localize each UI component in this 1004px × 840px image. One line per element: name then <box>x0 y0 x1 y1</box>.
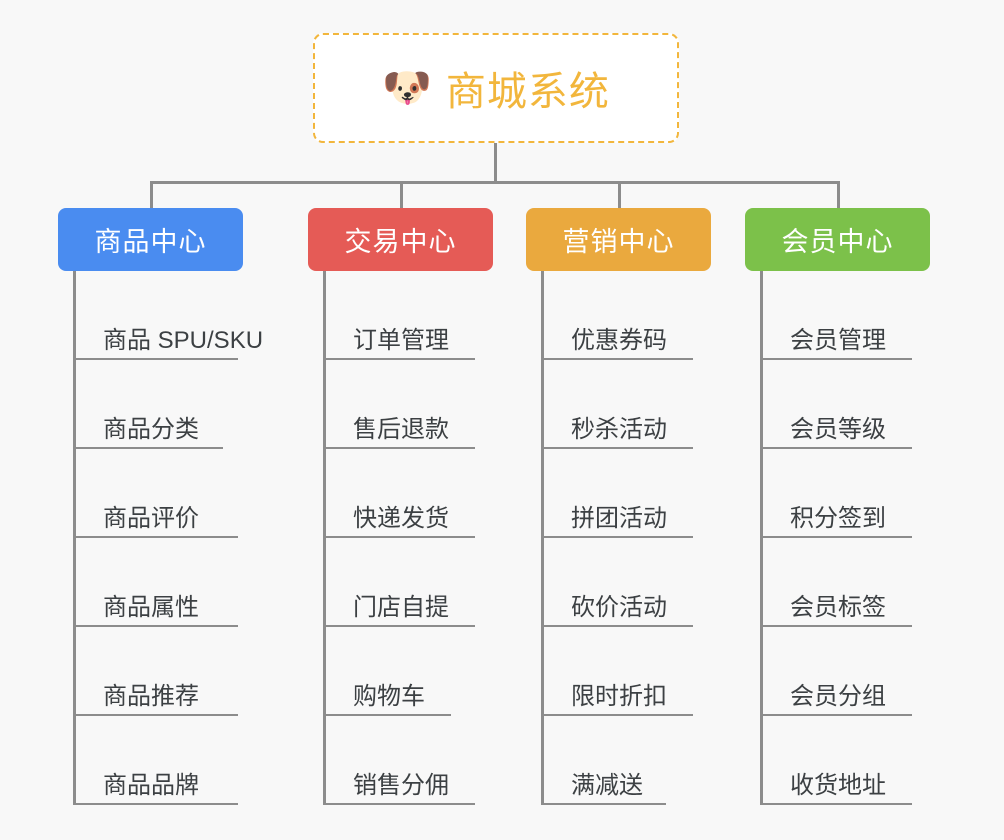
list-item[interactable]: 拼团活动 <box>541 449 734 538</box>
branch-marketing-center: 营销中心 优惠券码 秒杀活动 拼团活动 砍价活动 限时折扣 满减送 <box>526 208 734 805</box>
list-item[interactable]: 会员管理 <box>760 271 953 360</box>
connector-drop-branch-3 <box>618 181 621 210</box>
list-item[interactable]: 收货地址 <box>760 716 953 805</box>
branch-header-product-center[interactable]: 商品中心 <box>58 208 243 271</box>
leaf-label: 秒杀活动 <box>571 415 667 443</box>
dog-face-icon: 🐶 <box>382 66 432 110</box>
list-item[interactable]: 商品评价 <box>73 449 286 538</box>
leaf-list-product-center: 商品 SPU/SKU 商品分类 商品评价 商品属性 商品推荐 商品品牌 <box>73 271 286 805</box>
list-item[interactable]: 购物车 <box>323 627 516 716</box>
list-item[interactable]: 销售分佣 <box>323 716 516 805</box>
list-item[interactable]: 快递发货 <box>323 449 516 538</box>
leaf-label: 拼团活动 <box>571 504 667 532</box>
leaf-label: 售后退款 <box>353 415 449 443</box>
list-item[interactable]: 售后退款 <box>323 360 516 449</box>
leaf-label: 会员管理 <box>790 326 886 354</box>
leaf-list-marketing-center: 优惠券码 秒杀活动 拼团活动 砍价活动 限时折扣 满减送 <box>541 271 734 805</box>
leaf-spine <box>760 271 763 805</box>
connector-drop-branch-1 <box>150 181 153 210</box>
leaf-label: 订单管理 <box>353 326 449 354</box>
list-item[interactable]: 门店自提 <box>323 538 516 627</box>
connector-horizontal-bus <box>150 181 840 184</box>
leaf-label: 会员等级 <box>790 415 886 443</box>
branch-transaction-center: 交易中心 订单管理 售后退款 快递发货 门店自提 购物车 销售分佣 <box>308 208 516 805</box>
root-node-shopping-mall-system[interactable]: 🐶 商城系统 <box>313 33 679 143</box>
branch-header-member-center[interactable]: 会员中心 <box>745 208 930 271</box>
branch-member-center: 会员中心 会员管理 会员等级 积分签到 会员标签 会员分组 收货地址 <box>745 208 953 805</box>
branch-header-marketing-center[interactable]: 营销中心 <box>526 208 711 271</box>
list-item[interactable]: 商品品牌 <box>73 716 286 805</box>
leaf-label: 销售分佣 <box>353 771 449 799</box>
leaf-spine <box>323 271 326 805</box>
list-item[interactable]: 会员分组 <box>760 627 953 716</box>
branch-product-center: 商品中心 商品 SPU/SKU 商品分类 商品评价 商品属性 商品推荐 商品品牌 <box>58 208 286 805</box>
leaf-label: 收货地址 <box>790 771 886 799</box>
leaf-label: 商品推荐 <box>103 682 199 710</box>
list-item[interactable]: 优惠券码 <box>541 271 734 360</box>
leaf-spine <box>541 271 544 805</box>
list-item[interactable]: 商品 SPU/SKU <box>73 271 286 360</box>
list-item[interactable]: 积分签到 <box>760 449 953 538</box>
leaf-label: 会员分组 <box>790 682 886 710</box>
leaf-label: 优惠券码 <box>571 326 667 354</box>
leaf-label: 商品品牌 <box>103 771 199 799</box>
branch-header-transaction-center[interactable]: 交易中心 <box>308 208 493 271</box>
list-item[interactable]: 商品推荐 <box>73 627 286 716</box>
leaf-label: 满减送 <box>571 771 643 799</box>
list-item[interactable]: 订单管理 <box>323 271 516 360</box>
leaf-label: 商品属性 <box>103 593 199 621</box>
list-item[interactable]: 商品分类 <box>73 360 286 449</box>
leaf-label: 商品评价 <box>103 504 199 532</box>
leaf-label: 积分签到 <box>790 504 886 532</box>
list-item[interactable]: 秒杀活动 <box>541 360 734 449</box>
leaf-label: 快递发货 <box>353 504 449 532</box>
leaf-label: 砍价活动 <box>571 593 667 621</box>
leaf-label: 购物车 <box>353 682 425 710</box>
leaf-label: 商品 SPU/SKU <box>103 326 264 354</box>
list-item[interactable]: 砍价活动 <box>541 538 734 627</box>
root-node-title: 商城系统 <box>445 70 610 114</box>
list-item[interactable]: 商品属性 <box>73 538 286 627</box>
leaf-label: 商品分类 <box>103 415 199 443</box>
list-item[interactable]: 会员等级 <box>760 360 953 449</box>
list-item[interactable]: 会员标签 <box>760 538 953 627</box>
connector-drop-branch-4 <box>837 181 840 210</box>
list-item[interactable]: 限时折扣 <box>541 627 734 716</box>
list-item[interactable]: 满减送 <box>541 716 734 805</box>
leaf-spine <box>73 271 76 805</box>
leaf-list-member-center: 会员管理 会员等级 积分签到 会员标签 会员分组 收货地址 <box>760 271 953 805</box>
connector-drop-branch-2 <box>400 181 403 210</box>
leaf-list-transaction-center: 订单管理 售后退款 快递发货 门店自提 购物车 销售分佣 <box>323 271 516 805</box>
connector-root-stem <box>494 143 497 183</box>
leaf-label: 会员标签 <box>790 593 886 621</box>
leaf-label: 限时折扣 <box>571 682 667 710</box>
leaf-label: 门店自提 <box>353 593 449 621</box>
